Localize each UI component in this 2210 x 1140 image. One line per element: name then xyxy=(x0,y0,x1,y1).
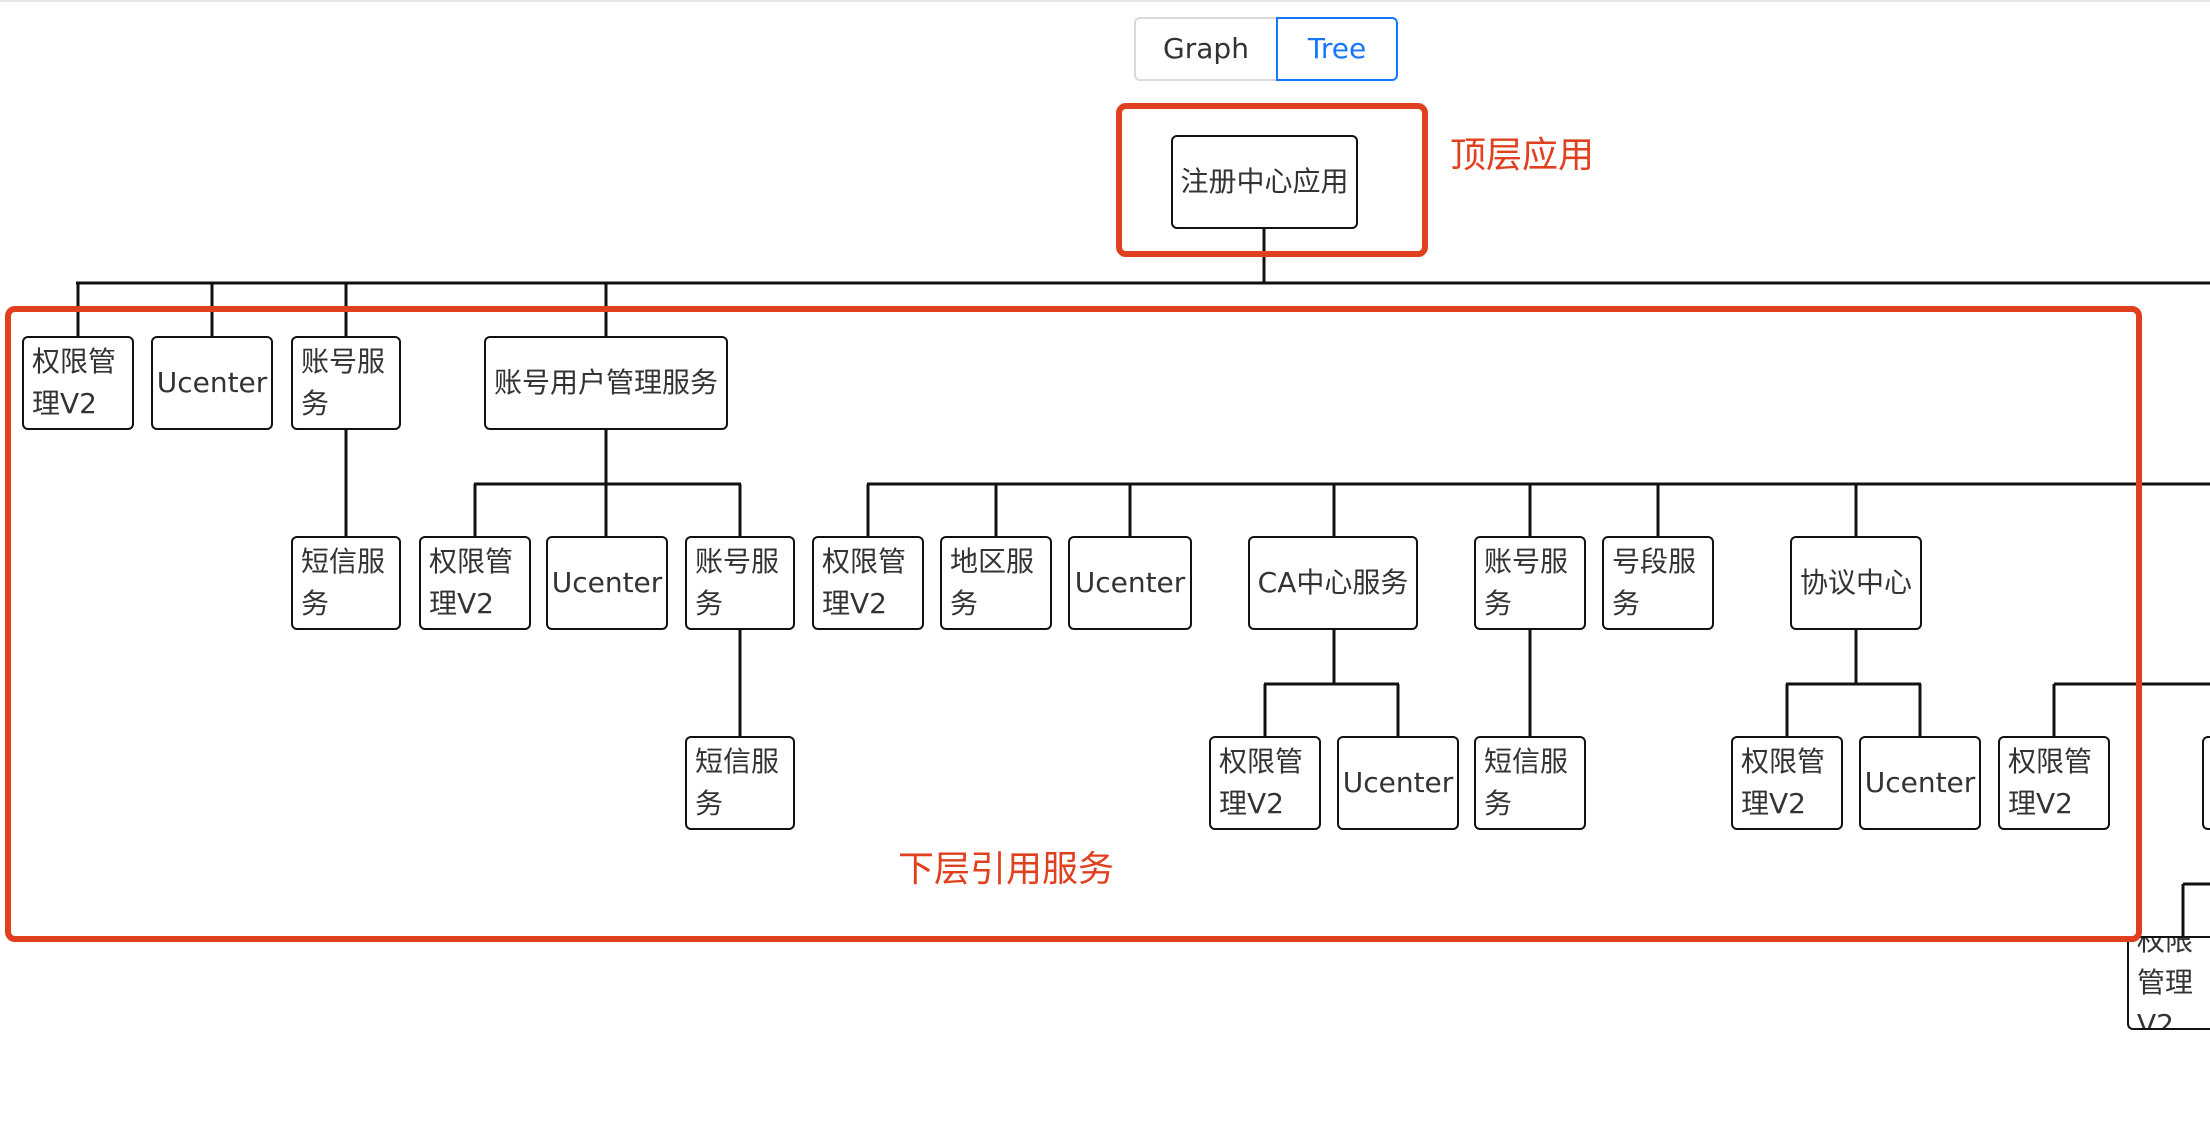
tree-view-button[interactable]: Tree xyxy=(1276,17,1398,81)
tree-node[interactable]: Ucenter xyxy=(1068,536,1192,630)
node-label: 权限管理V2 xyxy=(1219,745,1304,820)
node-label: 注册中心应用 xyxy=(1180,165,1349,198)
tree-node[interactable]: 权限管理V2 xyxy=(1998,736,2110,830)
node-label: 账号用户管理服务 xyxy=(493,366,718,399)
graph-view-button[interactable]: Graph xyxy=(1134,17,1276,81)
node-label: 账号服务 xyxy=(1484,545,1569,620)
node-label: 协议中心 xyxy=(1799,566,1912,599)
tree-node[interactable]: 权限管理V2 xyxy=(22,336,134,430)
node-label: Ucenter xyxy=(1864,766,1976,799)
node-label: 短信服务 xyxy=(1484,745,1569,820)
tree-node[interactable]: 账号服务 xyxy=(291,336,401,430)
view-toggle: Graph Tree xyxy=(1134,17,1398,81)
node-label: 权限管理V2 xyxy=(32,345,117,420)
node-label: CA中心服务 xyxy=(1257,566,1409,599)
tree-node-root[interactable]: 注册中心应用 xyxy=(1171,135,1358,229)
tree-node[interactable]: 协议中心 xyxy=(1790,536,1922,630)
tree-node[interactable]: 号段服务 xyxy=(1602,536,1714,630)
tree-node[interactable]: 短信服务 xyxy=(685,736,795,830)
tree-node[interactable]: 权限管理V2 xyxy=(419,536,531,630)
tree-node[interactable]: 权限管理V2 xyxy=(1209,736,1321,830)
tree-node[interactable]: Ucenter xyxy=(546,536,668,630)
lower-layer-label: 下层引用服务 xyxy=(898,849,1115,890)
node-label: 账号服务 xyxy=(301,345,386,420)
tree-node[interactable]: CA中心服务 xyxy=(1248,536,1418,630)
node-label: Ucenter xyxy=(551,566,663,599)
node-label: 账号服务 xyxy=(695,545,780,620)
node-label: Ucenter xyxy=(156,366,268,399)
node-label: 权限管理V2 xyxy=(822,545,907,620)
top-divider xyxy=(0,0,2210,2)
tree-node[interactable]: 账号服务 xyxy=(685,536,795,630)
tree-node[interactable]: 权限管理V2 xyxy=(2127,936,2210,1030)
node-label: 短信服务 xyxy=(301,545,386,620)
node-label: 权限管理V2 xyxy=(1741,745,1826,820)
tree-node[interactable]: 账号服务 xyxy=(1474,536,1586,630)
node-label: 地区服务 xyxy=(950,545,1035,620)
tree-node[interactable]: 短信服务 xyxy=(1474,736,1586,830)
tree-node[interactable]: Ucenter xyxy=(151,336,273,430)
tree-node-clipped[interactable] xyxy=(2202,736,2210,830)
tree-node[interactable]: 权限管理V2 xyxy=(812,536,924,630)
tree-node[interactable]: 短信服务 xyxy=(291,536,401,630)
node-label: 权限管理V2 xyxy=(2008,745,2093,820)
node-label: 权限管理V2 xyxy=(2137,936,2194,1030)
node-label: Ucenter xyxy=(1342,766,1454,799)
node-label: 短信服务 xyxy=(695,745,780,820)
tree-node[interactable]: Ucenter xyxy=(1337,736,1459,830)
top-layer-label: 顶层应用 xyxy=(1450,135,1595,176)
tree-node[interactable]: 账号用户管理服务 xyxy=(484,336,728,430)
node-label: 号段服务 xyxy=(1612,545,1697,620)
tree-node[interactable]: 地区服务 xyxy=(940,536,1052,630)
node-label: 权限管理V2 xyxy=(429,545,514,620)
tree-node[interactable]: 权限管理V2 xyxy=(1731,736,1843,830)
node-label: Ucenter xyxy=(1074,566,1186,599)
tree-node[interactable]: Ucenter xyxy=(1859,736,1981,830)
